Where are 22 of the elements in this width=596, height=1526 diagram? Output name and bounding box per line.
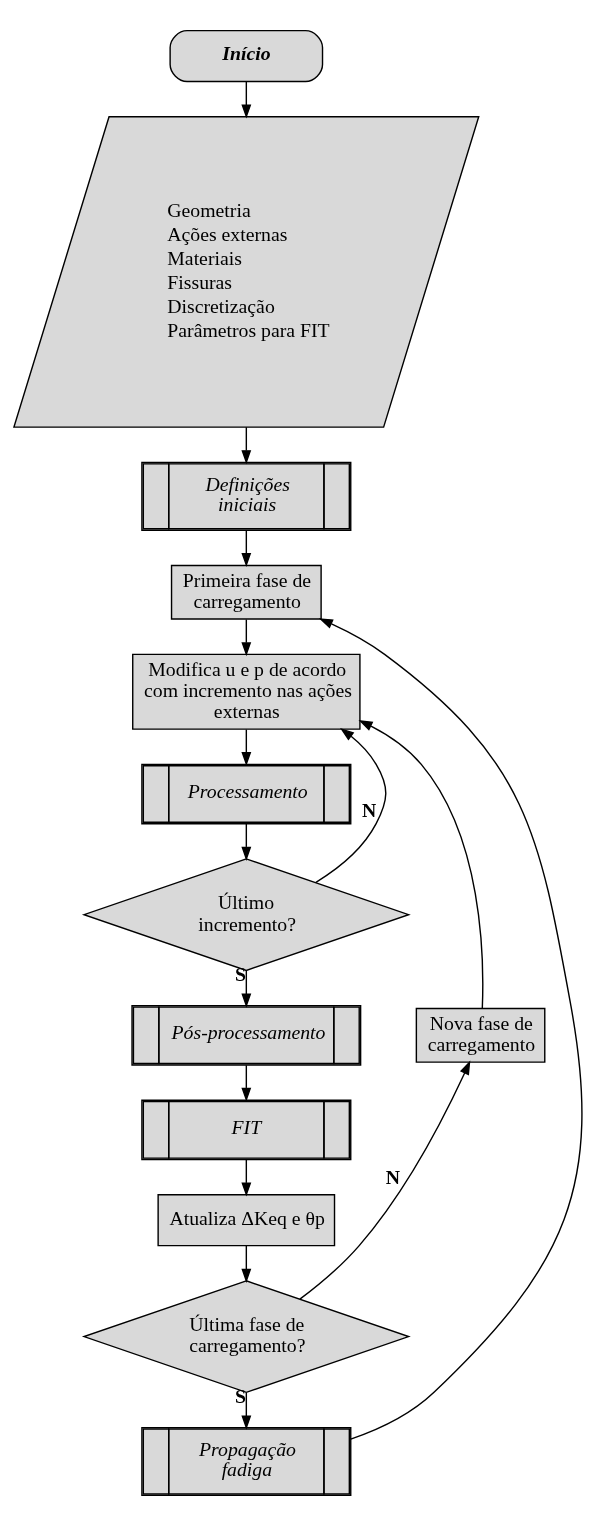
arrow bbox=[241, 426, 252, 465]
arrow bbox=[241, 618, 252, 657]
arrow bbox=[358, 720, 484, 1009]
arrow bbox=[318, 618, 583, 1440]
arrow bbox=[241, 728, 252, 767]
node-box: Nova fase de carregamento bbox=[415, 1007, 546, 1063]
arrow bbox=[299, 1060, 471, 1300]
node-box: Atualiza ΔKeq e θp bbox=[157, 1194, 336, 1247]
arrow bbox=[241, 529, 252, 567]
arrow bbox=[241, 80, 252, 119]
arrow bbox=[241, 1391, 252, 1430]
node-box: Primeira fase de carregamento bbox=[170, 564, 322, 620]
arrow bbox=[241, 970, 252, 1008]
arrow bbox=[241, 1064, 252, 1102]
arrow bbox=[315, 728, 387, 883]
arrow bbox=[241, 1245, 252, 1283]
arrow bbox=[241, 1159, 252, 1197]
node-box: Modifica u e p de acordo com incremento nas ações externas bbox=[132, 653, 361, 730]
node-box: Início bbox=[169, 29, 324, 83]
edge-label: N bbox=[385, 1166, 400, 1189]
edge-label: N bbox=[362, 798, 377, 821]
arrow bbox=[241, 823, 252, 861]
